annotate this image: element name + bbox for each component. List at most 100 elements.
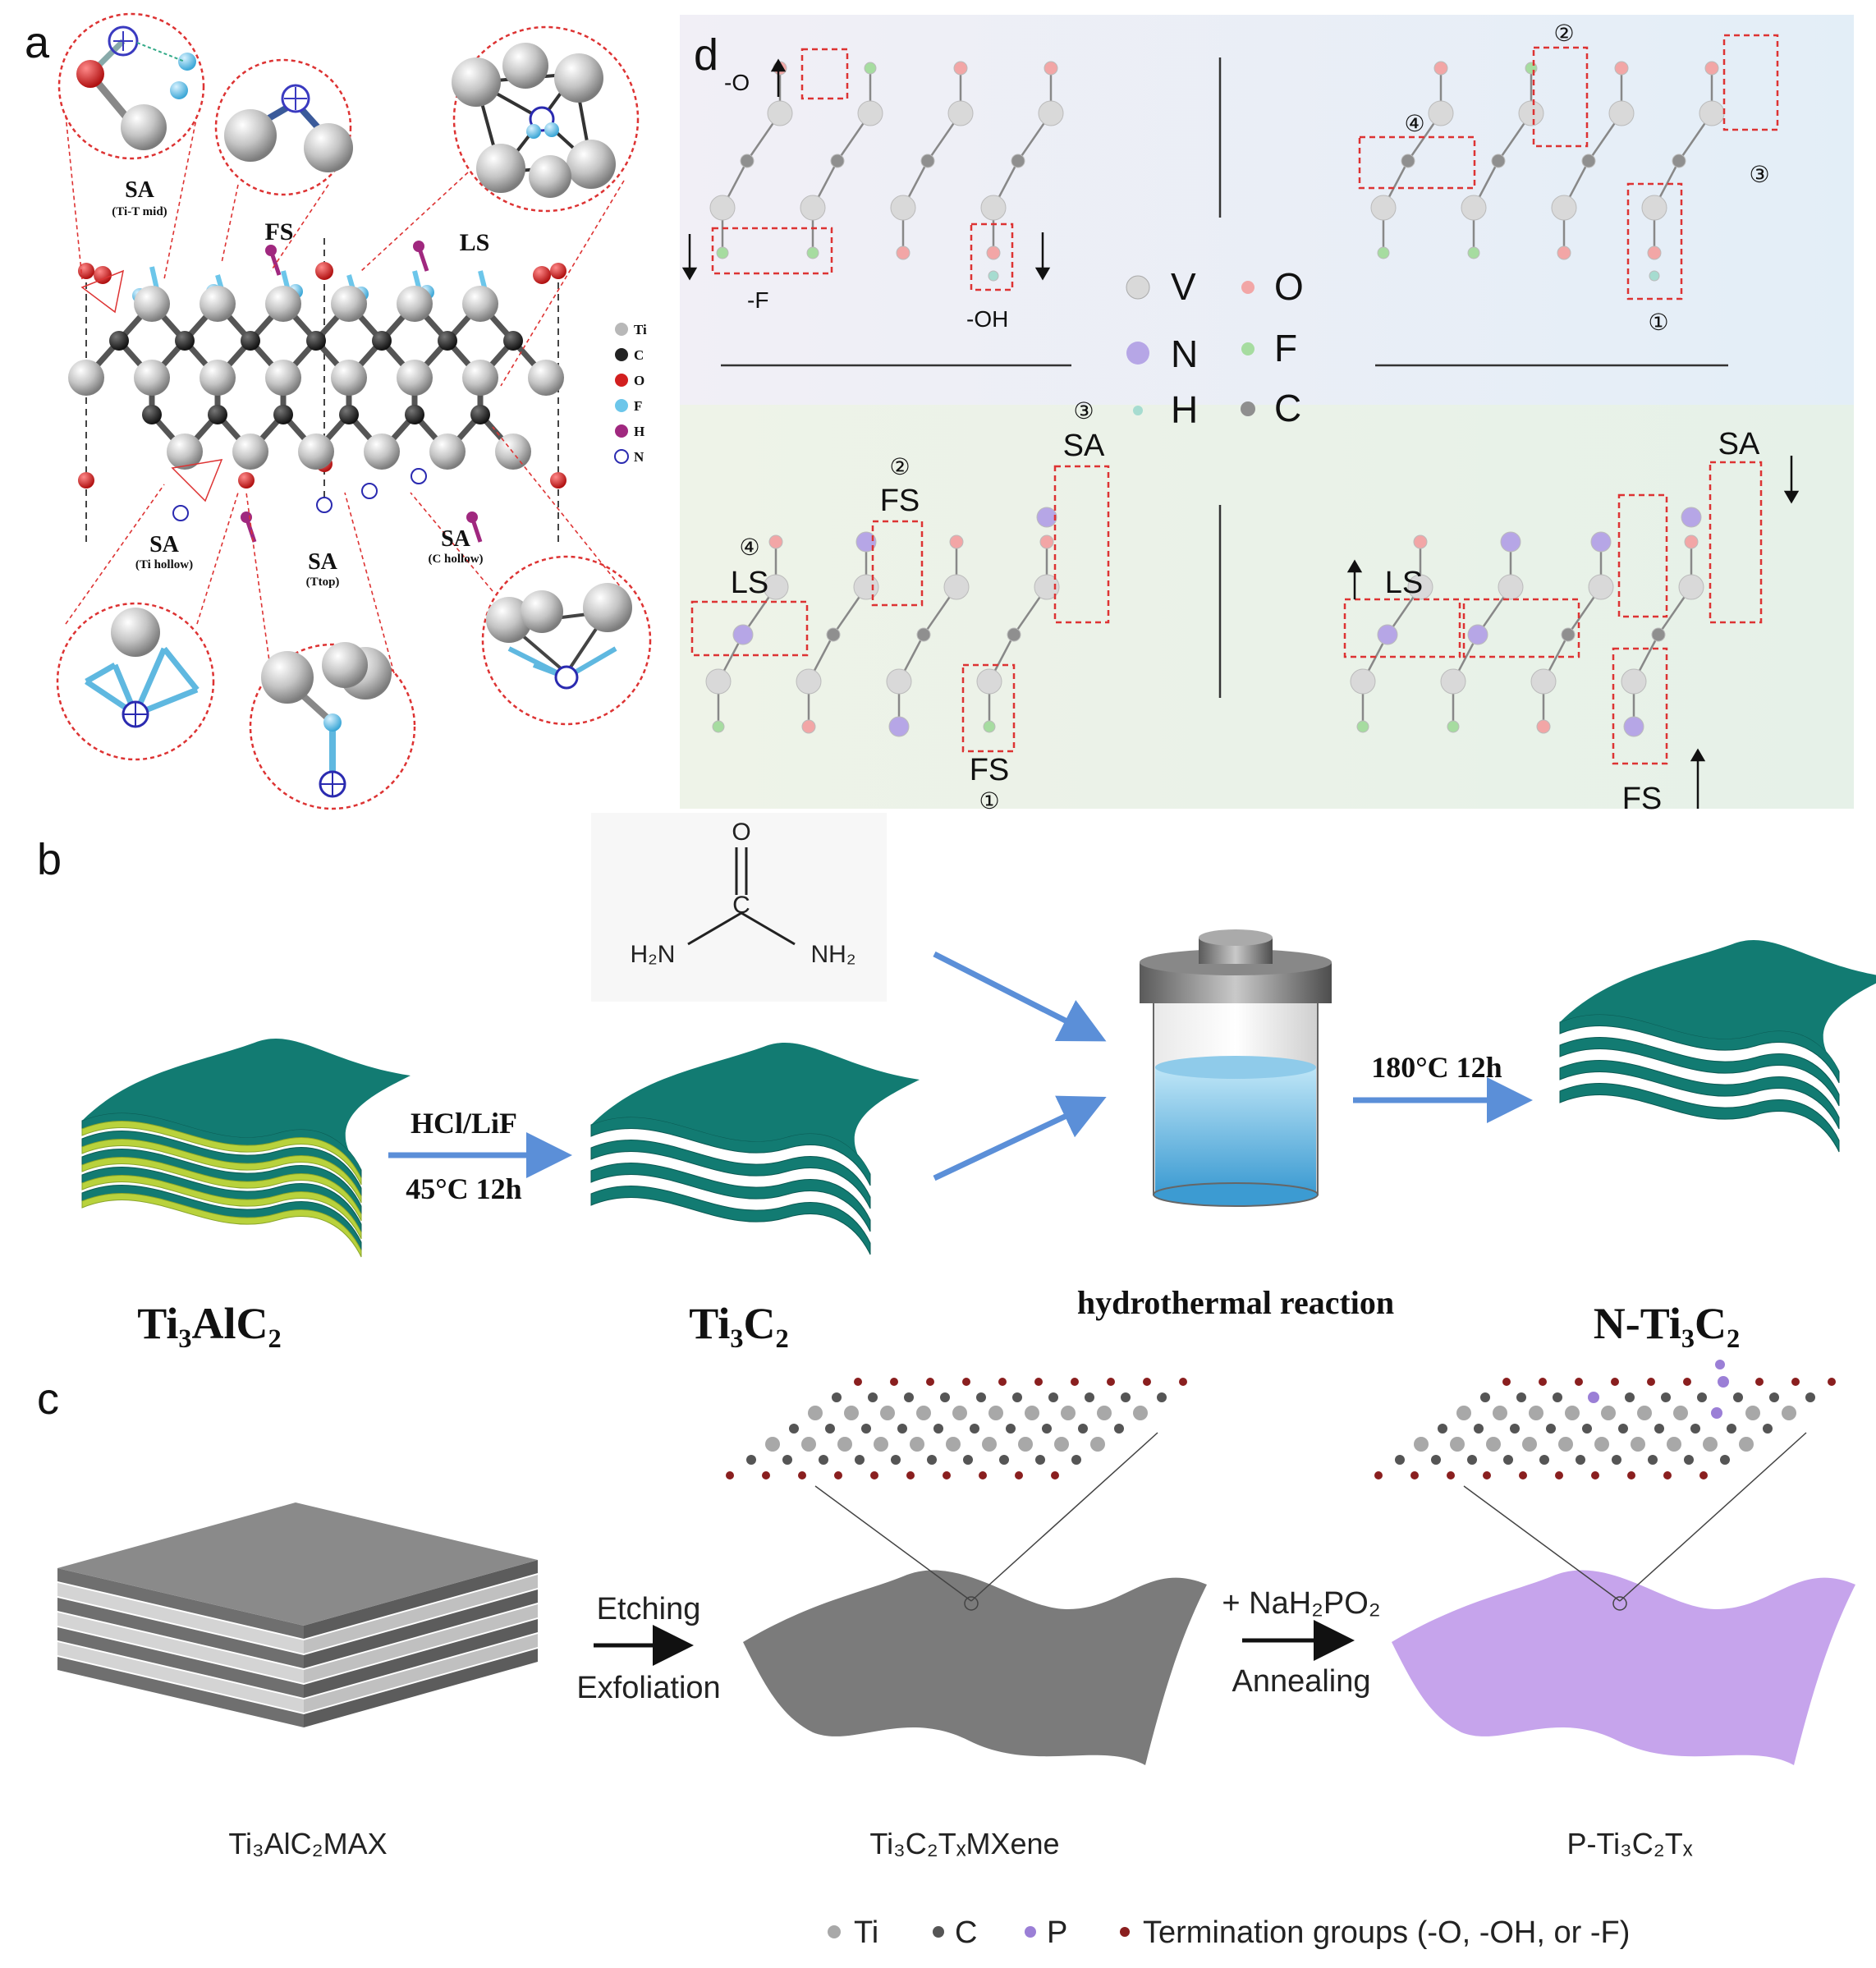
svg-text:H: H xyxy=(634,424,644,439)
atom xyxy=(1350,668,1376,695)
o-atom xyxy=(550,263,566,279)
atom xyxy=(1704,61,1719,76)
legend-c-c: C xyxy=(933,1915,977,1950)
lattice-atom xyxy=(963,1455,973,1465)
lattice-atom xyxy=(1107,1378,1115,1386)
label-ti3alc2: Ti₃AlC₂ xyxy=(137,1299,281,1348)
atom xyxy=(1377,624,1398,645)
lattice-atom xyxy=(1502,1378,1511,1386)
lattice-atom xyxy=(1447,1471,1455,1479)
lattice-atom xyxy=(1631,1437,1645,1452)
max-layer-front xyxy=(57,1598,304,1668)
lattice-atom xyxy=(870,1471,878,1479)
panel-b-arrows xyxy=(388,951,1533,1181)
atom xyxy=(1034,574,1060,600)
atom xyxy=(716,246,729,259)
sheet-layer xyxy=(81,1139,362,1204)
atom xyxy=(864,62,877,75)
lattice-atom xyxy=(880,1406,895,1420)
ti-atom xyxy=(167,434,203,470)
p-mxene-sheet xyxy=(1392,1570,1855,1765)
svg-text:O: O xyxy=(1274,265,1304,308)
lattice-atom xyxy=(1539,1378,1547,1386)
atom xyxy=(1377,246,1390,259)
lattice-atom xyxy=(1683,1378,1691,1386)
legend-a-n: N xyxy=(614,449,644,465)
lattice-atom xyxy=(726,1471,734,1479)
lattice-atom xyxy=(1097,1406,1112,1420)
atom xyxy=(767,100,793,126)
lattice-atom xyxy=(1054,1437,1069,1452)
lattice-atom xyxy=(1483,1471,1491,1479)
max-layer-front xyxy=(57,1612,304,1683)
q4-annotations: SA LS FS xyxy=(1385,427,1760,816)
ti-atom xyxy=(364,434,400,470)
lattice-atom xyxy=(1555,1471,1563,1479)
atom xyxy=(1467,624,1488,645)
panel-a-site-labels: SA (Ti-T mid) FS LS SA (Ti hollow) SA (T… xyxy=(112,177,489,589)
lattice-atom xyxy=(1157,1392,1167,1402)
lattice-atom xyxy=(1410,1471,1419,1479)
o-atom xyxy=(94,266,112,284)
lattice-atom xyxy=(1546,1424,1556,1434)
atom xyxy=(888,716,910,737)
lattice-atom xyxy=(1085,1392,1094,1402)
lattice-atom xyxy=(1727,1424,1736,1434)
lattice-atom xyxy=(1431,1455,1441,1465)
sheet-layer xyxy=(1559,1060,1840,1130)
h-atom xyxy=(413,241,424,252)
atom xyxy=(1518,100,1544,126)
lattice-atom xyxy=(998,1378,1007,1386)
autoclave-liquid xyxy=(1155,1067,1316,1193)
max-layer-front xyxy=(57,1583,304,1654)
lattice-atom xyxy=(1035,1455,1045,1465)
lattice-atom xyxy=(1625,1392,1635,1402)
svg-text:V: V xyxy=(1171,265,1196,308)
urea-c: C xyxy=(732,892,750,919)
atom xyxy=(976,668,1002,695)
sheet-layer xyxy=(81,1121,362,1186)
lattice-atom xyxy=(1627,1471,1635,1479)
atom xyxy=(1672,154,1686,168)
lattice-atom xyxy=(1510,1424,1520,1434)
panel-d-structures xyxy=(705,61,1725,737)
max-block xyxy=(57,1502,538,1727)
label-sa-c-hollow: SA xyxy=(441,526,471,552)
ti-atom xyxy=(200,286,236,322)
lattice-atom xyxy=(1588,1392,1599,1403)
svg-text:C: C xyxy=(955,1915,977,1950)
label-nah2po2: + NaH₂PO₂ xyxy=(1222,1586,1380,1621)
lattice-atom xyxy=(1684,1455,1694,1465)
atom xyxy=(1038,100,1064,126)
atom xyxy=(740,154,755,168)
lattice-atom xyxy=(1516,1392,1526,1402)
atom xyxy=(1678,574,1704,600)
lattice-atom xyxy=(874,1437,888,1452)
lattice-atom xyxy=(1663,1471,1672,1479)
lattice-atom xyxy=(1828,1378,1836,1386)
svg-text:F: F xyxy=(634,398,642,414)
lattice-atom xyxy=(1374,1471,1383,1479)
panel-a: a xyxy=(25,12,652,810)
site-triangle xyxy=(171,459,223,502)
h-atom xyxy=(241,511,252,523)
legend-d-v: V xyxy=(1126,265,1196,308)
label-n-ti3c2: N-Ti₃C₂ xyxy=(1594,1299,1740,1348)
lattice-atom xyxy=(1133,1406,1148,1420)
lattice-atom xyxy=(1582,1424,1592,1434)
lattice-atom xyxy=(1480,1392,1490,1402)
q4-label-ls: LS xyxy=(1385,566,1423,600)
lattice-atom xyxy=(1114,1424,1124,1434)
lattice-atom xyxy=(1612,1455,1621,1465)
lattice-atom xyxy=(1647,1378,1655,1386)
lattice-atom xyxy=(910,1437,924,1452)
lattice-atom xyxy=(834,1471,842,1479)
ti-atom xyxy=(200,360,236,396)
atom xyxy=(801,719,816,734)
lattice-atom xyxy=(1733,1392,1743,1402)
lattice-atom xyxy=(976,1392,986,1402)
lattice-atom xyxy=(1450,1437,1465,1452)
lattice-atom xyxy=(832,1392,842,1402)
ti-atom xyxy=(397,360,433,396)
